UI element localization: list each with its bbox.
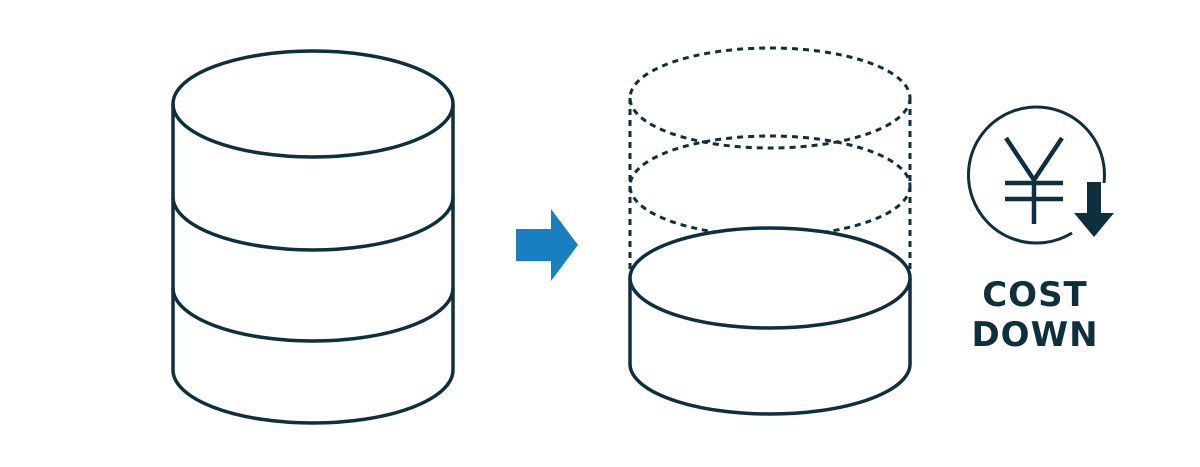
ghost-middle-ellipse — [628, 134, 912, 238]
down-label: DOWN — [971, 315, 1098, 355]
remaining-tier-body — [628, 278, 912, 416]
reduced-database-stack-icon — [628, 46, 912, 416]
circle-arc-icon — [966, 105, 1106, 245]
ghost-top-ellipse — [628, 46, 912, 150]
full-database-stack-icon — [171, 49, 455, 425]
remaining-tier-top-ellipse — [628, 226, 912, 330]
remaining-tier-solid — [628, 226, 912, 416]
ghost-side-lines — [628, 98, 912, 278]
stack-middle-tier — [171, 197, 455, 288]
stack-top-tier — [171, 104, 455, 197]
stack-bottom-tier — [171, 288, 455, 425]
yen-icon — [1004, 136, 1064, 224]
stack-top-ellipse — [171, 49, 455, 159]
stack-middle-divider — [171, 287, 455, 343]
stack-upper-divider — [171, 196, 455, 252]
cost-label: COST — [982, 275, 1088, 315]
cost-down-badge: COST DOWN — [966, 105, 1114, 355]
right-arrow-icon — [516, 209, 578, 281]
down-arrow-icon — [1074, 182, 1114, 237]
